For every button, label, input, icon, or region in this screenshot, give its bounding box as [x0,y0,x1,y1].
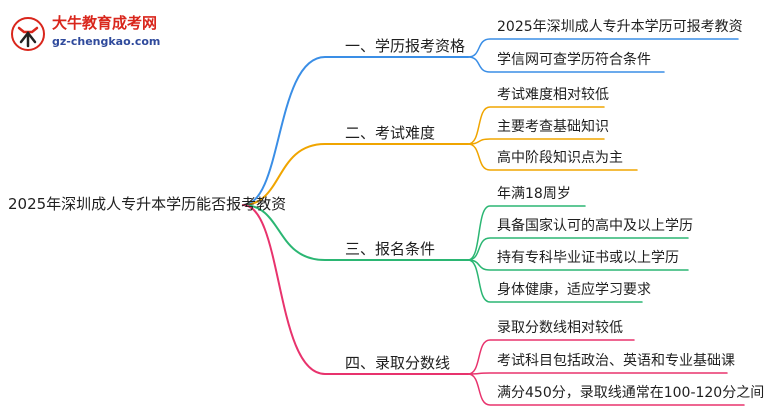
leaf-label: 具备国家认可的高中及以上学历 [497,218,693,234]
leaf-connector [467,237,689,261]
mindmap-root-title: 2025年深圳成人专升本学历能否报考教资 [8,195,287,213]
bull-logo-icon [11,17,45,51]
leaf-label: 持有专科毕业证书或以上学历 [497,250,679,266]
leaf-connector [467,138,605,145]
branch-connector [242,204,469,375]
leaf-connector [467,373,745,406]
branch-label: 三、报名条件 [345,240,436,258]
leaf-label: 考试科目包括政治、英语和专业基础课 [497,353,735,369]
logo-url: gz-chengkao.com [52,35,161,48]
leaf-label: 高中阶段知识点为主 [497,150,623,166]
leaf-label: 2025年深圳成人专升本学历可报考教资 [497,19,743,35]
branch-connector [242,56,469,206]
branch-label: 二、考试难度 [345,124,436,142]
leaf-connector [467,56,665,73]
branch-label: 一、学历报考资格 [345,37,466,55]
leaf-label: 身体健康，适应学习要求 [497,282,651,298]
branch-connector [242,143,469,206]
branch-connector [242,204,469,261]
leaf-connector [467,372,728,375]
leaf-label: 满分450分，录取线通常在100-120分之间 [497,385,764,401]
logo-name: 大牛教育成考网 [52,14,158,32]
leaf-connector [467,106,605,145]
leaf-label: 学信网可查学历符合条件 [497,52,651,68]
leaf-label: 考试难度相对较低 [497,87,609,103]
leaf-connector [467,143,638,171]
leaf-label: 主要考查基础知识 [497,119,609,135]
leaf-label: 年满18周岁 [497,186,571,202]
leaf-connector [467,38,739,58]
leaf-label: 录取分数线相对较低 [497,320,623,336]
site-logo[interactable]: 大牛教育成考网 gz-chengkao.com [8,12,178,54]
leaf-connector [467,339,635,375]
branch-label: 四、录取分数线 [345,354,451,372]
leaf-connector [467,205,586,261]
leaf-connector [467,259,643,303]
